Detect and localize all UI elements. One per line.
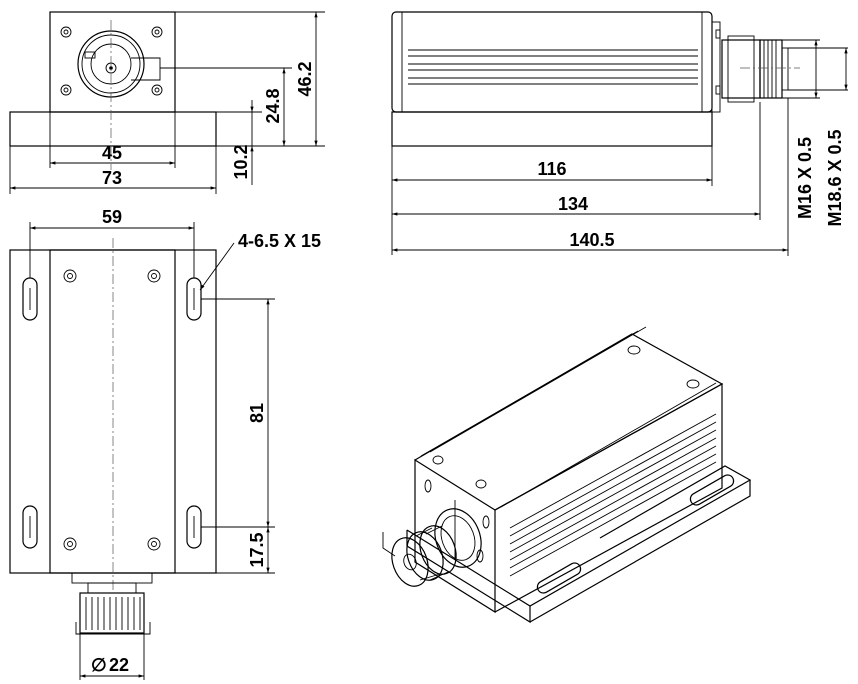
front-screws (60, 26, 163, 96)
top-knob (71, 572, 153, 635)
iso-knob (382, 508, 482, 587)
dim-140-5: 140.5 (569, 230, 614, 250)
dim-45: 45 (102, 143, 122, 163)
side-base (391, 111, 713, 147)
dim-slot-spec: 4-6.5 X 15 (238, 231, 321, 251)
dim-17-5: 17.5 (247, 532, 267, 567)
iso-fins (509, 413, 717, 577)
dim-diameter-symbol: ∅ (91, 655, 107, 675)
dim-81: 81 (247, 403, 267, 423)
dim-10-2: 10.2 (231, 144, 251, 179)
top-body (49, 249, 176, 574)
iso-body (414, 326, 724, 614)
dim-m16: M16 X 0.5 (795, 137, 815, 219)
dim-134: 134 (558, 194, 588, 214)
top-screws (63, 269, 161, 551)
front-lens (77, 30, 161, 98)
dim-59: 59 (102, 207, 122, 227)
dim-24-8: 24.8 (263, 88, 283, 123)
top-view: 59 4-6.5 X 15 81 17.5 ∅ 22 (9, 207, 321, 680)
side-fins (408, 49, 698, 85)
side-knob (721, 35, 789, 103)
front-view: 45 73 46.2 24.8 10.2 (9, 11, 325, 194)
front-base (9, 111, 217, 147)
iso-base (406, 465, 752, 624)
dim-73: 73 (102, 168, 122, 188)
dim-46-2: 46.2 (295, 61, 315, 96)
dim-116: 116 (537, 159, 566, 179)
side-view: 116 134 140.5 M16 X 0.5 M18.6 X 0.5 (391, 11, 848, 256)
dim-22: 22 (109, 655, 129, 675)
iso-screws (424, 345, 700, 563)
dim-m18-6: M18.6 X 0.5 (825, 129, 845, 226)
isometric-view (382, 326, 752, 624)
side-body (391, 11, 713, 113)
